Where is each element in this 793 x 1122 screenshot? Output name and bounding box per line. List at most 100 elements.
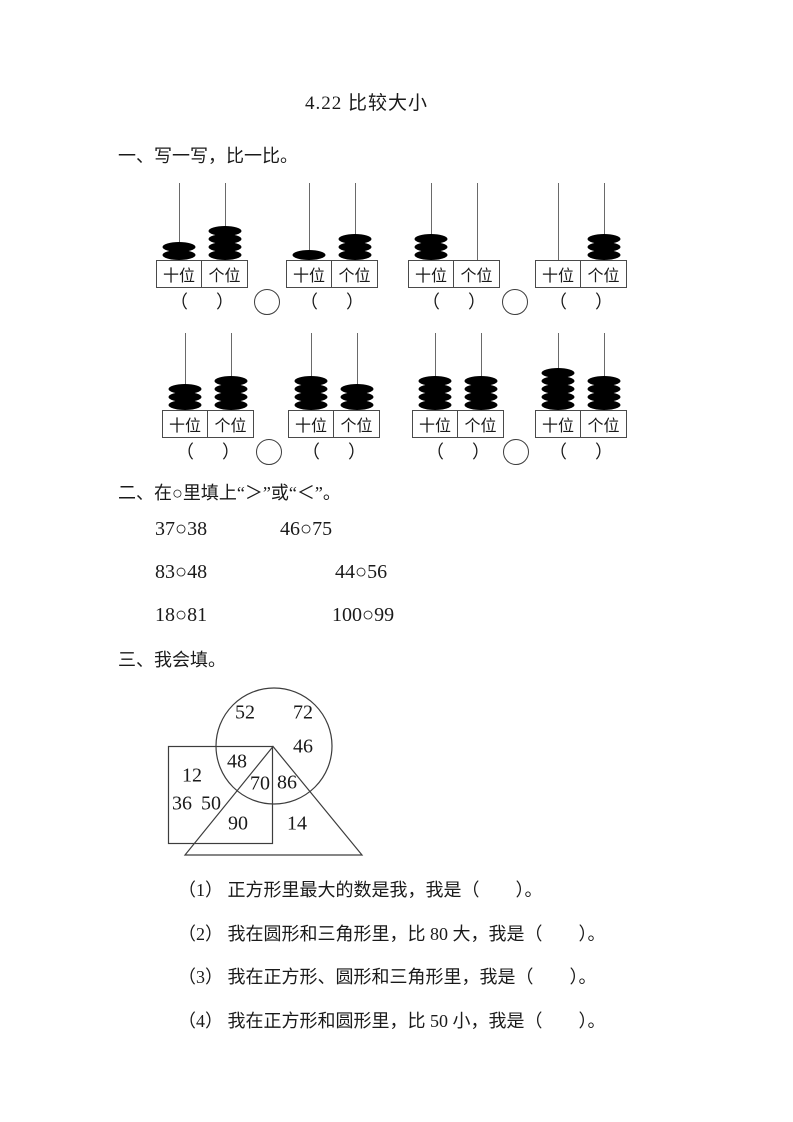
abacus: 十位 个位 （ ） <box>412 333 504 464</box>
abacus-bead <box>414 250 448 260</box>
paren-close: ） <box>346 292 364 312</box>
venn-number: 12 <box>182 764 202 787</box>
rod <box>435 333 436 410</box>
abacus-bead <box>464 392 498 402</box>
ones-label: 个位 <box>454 260 500 288</box>
inequality-item[interactable]: 83○48 <box>155 561 208 583</box>
abacus-rods <box>408 183 500 260</box>
inequality-item[interactable]: 37○38 <box>155 518 208 540</box>
tens-label: 十位 <box>162 410 208 438</box>
section3-header: 三、我会填。 <box>118 650 226 670</box>
paren-close: ） <box>222 442 240 462</box>
abacus: 十位 个位 （ ） <box>162 333 254 464</box>
paren-open: （ <box>176 442 194 462</box>
abacus-bead <box>340 400 374 410</box>
abacus-bead <box>587 392 621 402</box>
ones-label: 个位 <box>202 260 248 288</box>
abacus: 十位 个位 （ ） <box>286 183 378 314</box>
abacus-bead <box>541 384 575 394</box>
paren-open: （ <box>170 292 188 312</box>
tens-label: 十位 <box>156 260 202 288</box>
paren-close: ） <box>468 292 486 312</box>
answer-blank[interactable]: （ ） <box>286 288 378 314</box>
question-line[interactable]: （4） 我在正方形和圆形里，比 50 小，我是（ ）。 <box>178 1011 606 1031</box>
venn-number: 72 <box>293 701 313 724</box>
abacus-bead <box>214 376 248 386</box>
paren-open: （ <box>422 292 440 312</box>
abacus-bead <box>541 376 575 386</box>
rod <box>309 183 310 260</box>
answer-blank[interactable]: （ ） <box>535 438 627 464</box>
inequality-item[interactable]: 44○56 <box>335 561 388 583</box>
abacus-bead <box>294 392 328 402</box>
venn-number: 70 <box>250 772 270 795</box>
abacus-bead <box>294 400 328 410</box>
abacus-rods <box>288 333 380 410</box>
paren-open: （ <box>302 442 320 462</box>
abacus-bead <box>541 392 575 402</box>
question-line[interactable]: （3） 我在正方形、圆形和三角形里，我是（ ）。 <box>178 967 597 987</box>
abacus: 十位 个位 （ ） <box>535 183 627 314</box>
rod <box>357 333 358 410</box>
abacus-bead <box>162 242 196 252</box>
venn-number: 86 <box>277 771 297 794</box>
abacus-bead <box>414 242 448 252</box>
abacus-bead <box>338 234 372 244</box>
abacus-bead <box>340 384 374 394</box>
answer-blank[interactable]: （ ） <box>535 288 627 314</box>
answer-blank[interactable]: （ ） <box>412 438 504 464</box>
inequality-item[interactable]: 46○75 <box>280 518 333 540</box>
inequality-item[interactable]: 100○99 <box>332 604 395 626</box>
comparison-circle[interactable] <box>502 289 528 315</box>
inequality-item[interactable]: 18○81 <box>155 604 208 626</box>
abacus-bead <box>294 376 328 386</box>
tens-label: 十位 <box>408 260 454 288</box>
abacus-bead <box>541 368 575 378</box>
question-line[interactable]: （2） 我在圆形和三角形里，比 80 大，我是（ ）。 <box>178 924 606 944</box>
rod <box>185 333 186 410</box>
question-line[interactable]: （1） 正方形里最大的数是我，我是（ ）。 <box>178 880 543 900</box>
comparison-circle[interactable] <box>254 289 280 315</box>
rod <box>558 183 559 260</box>
answer-blank[interactable]: （ ） <box>156 288 248 314</box>
abacus-bead <box>464 384 498 394</box>
venn-number: 48 <box>227 750 247 773</box>
abacus-bead <box>162 250 196 260</box>
venn-number: 50 <box>201 792 221 815</box>
paren-open: （ <box>300 292 318 312</box>
ones-label: 个位 <box>208 410 254 438</box>
abacus-bead <box>168 384 202 394</box>
paren-close: ） <box>595 442 613 462</box>
rod <box>311 333 312 410</box>
abacus-bead <box>340 392 374 402</box>
abacus-bead <box>587 250 621 260</box>
rod <box>604 183 605 260</box>
abacus-rods <box>412 333 504 410</box>
abacus-bead <box>208 234 242 244</box>
abacus: 十位 个位 （ ） <box>156 183 248 314</box>
abacus-bead <box>292 250 326 260</box>
answer-blank[interactable]: （ ） <box>162 438 254 464</box>
abacus-bead <box>464 376 498 386</box>
rod <box>477 183 478 260</box>
rod <box>225 183 226 260</box>
abacus-bead <box>414 234 448 244</box>
paren-close: ） <box>472 442 490 462</box>
abacus-rods <box>162 333 254 410</box>
abacus: 十位 个位 （ ） <box>535 333 627 464</box>
answer-blank[interactable]: （ ） <box>408 288 500 314</box>
abacus-bead <box>418 376 452 386</box>
venn-number: 90 <box>228 812 248 835</box>
paren-open: （ <box>549 442 567 462</box>
venn-number: 36 <box>172 792 192 815</box>
answer-blank[interactable]: （ ） <box>288 438 380 464</box>
abacus-rods <box>286 183 378 260</box>
abacus-bead <box>208 242 242 252</box>
abacus-bead <box>214 384 248 394</box>
ones-label: 个位 <box>581 260 627 288</box>
ones-label: 个位 <box>332 260 378 288</box>
abacus-bead <box>338 242 372 252</box>
abacus-bead <box>208 250 242 260</box>
comparison-circle[interactable] <box>503 439 529 465</box>
comparison-circle[interactable] <box>256 439 282 465</box>
